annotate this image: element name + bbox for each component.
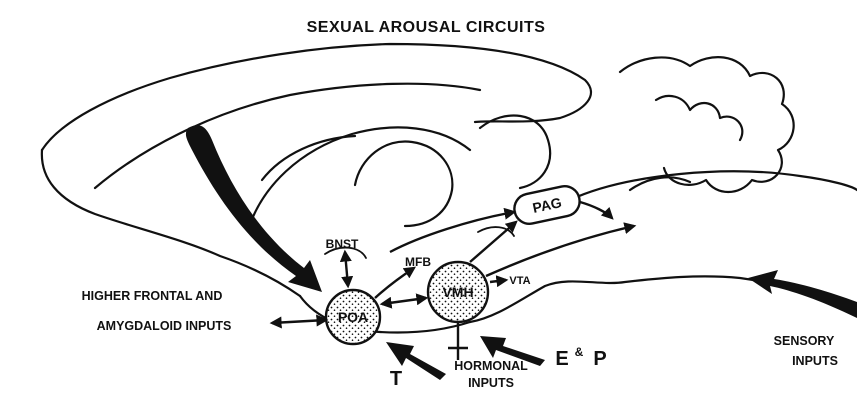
higher-frontal-label-line2: AMYGDALOID INPUTS bbox=[97, 319, 232, 333]
sensory-input-arrow bbox=[748, 270, 857, 318]
poa-label: POA bbox=[338, 309, 368, 325]
sensory-label-line1: SENSORY bbox=[774, 334, 835, 348]
ampersand-label: & bbox=[575, 345, 584, 359]
hormonal-input-arrows bbox=[386, 336, 545, 380]
sensory-label-line2: INPUTS bbox=[792, 354, 838, 368]
mfb-label: MFB bbox=[405, 255, 431, 269]
diagram-title: SEXUAL AROUSAL CIRCUITS bbox=[307, 19, 546, 36]
bnst-label: BNST bbox=[326, 237, 359, 251]
progesterone-label: P bbox=[593, 348, 606, 370]
poa-nucleus: POA bbox=[326, 290, 380, 344]
testosterone-label: T bbox=[390, 368, 402, 390]
estrogen-label: E bbox=[555, 348, 568, 370]
vmh-label: VMH bbox=[442, 284, 473, 300]
vmh-nucleus: VMH bbox=[428, 262, 488, 322]
hormonal-label-line1: HORMONAL bbox=[454, 359, 528, 373]
pag-nucleus: PAG bbox=[512, 183, 583, 226]
hormonal-label-line2: INPUTS bbox=[468, 376, 514, 390]
vta-label: VTA bbox=[509, 275, 530, 287]
higher-frontal-label-line1: HIGHER FRONTAL AND bbox=[82, 289, 223, 303]
